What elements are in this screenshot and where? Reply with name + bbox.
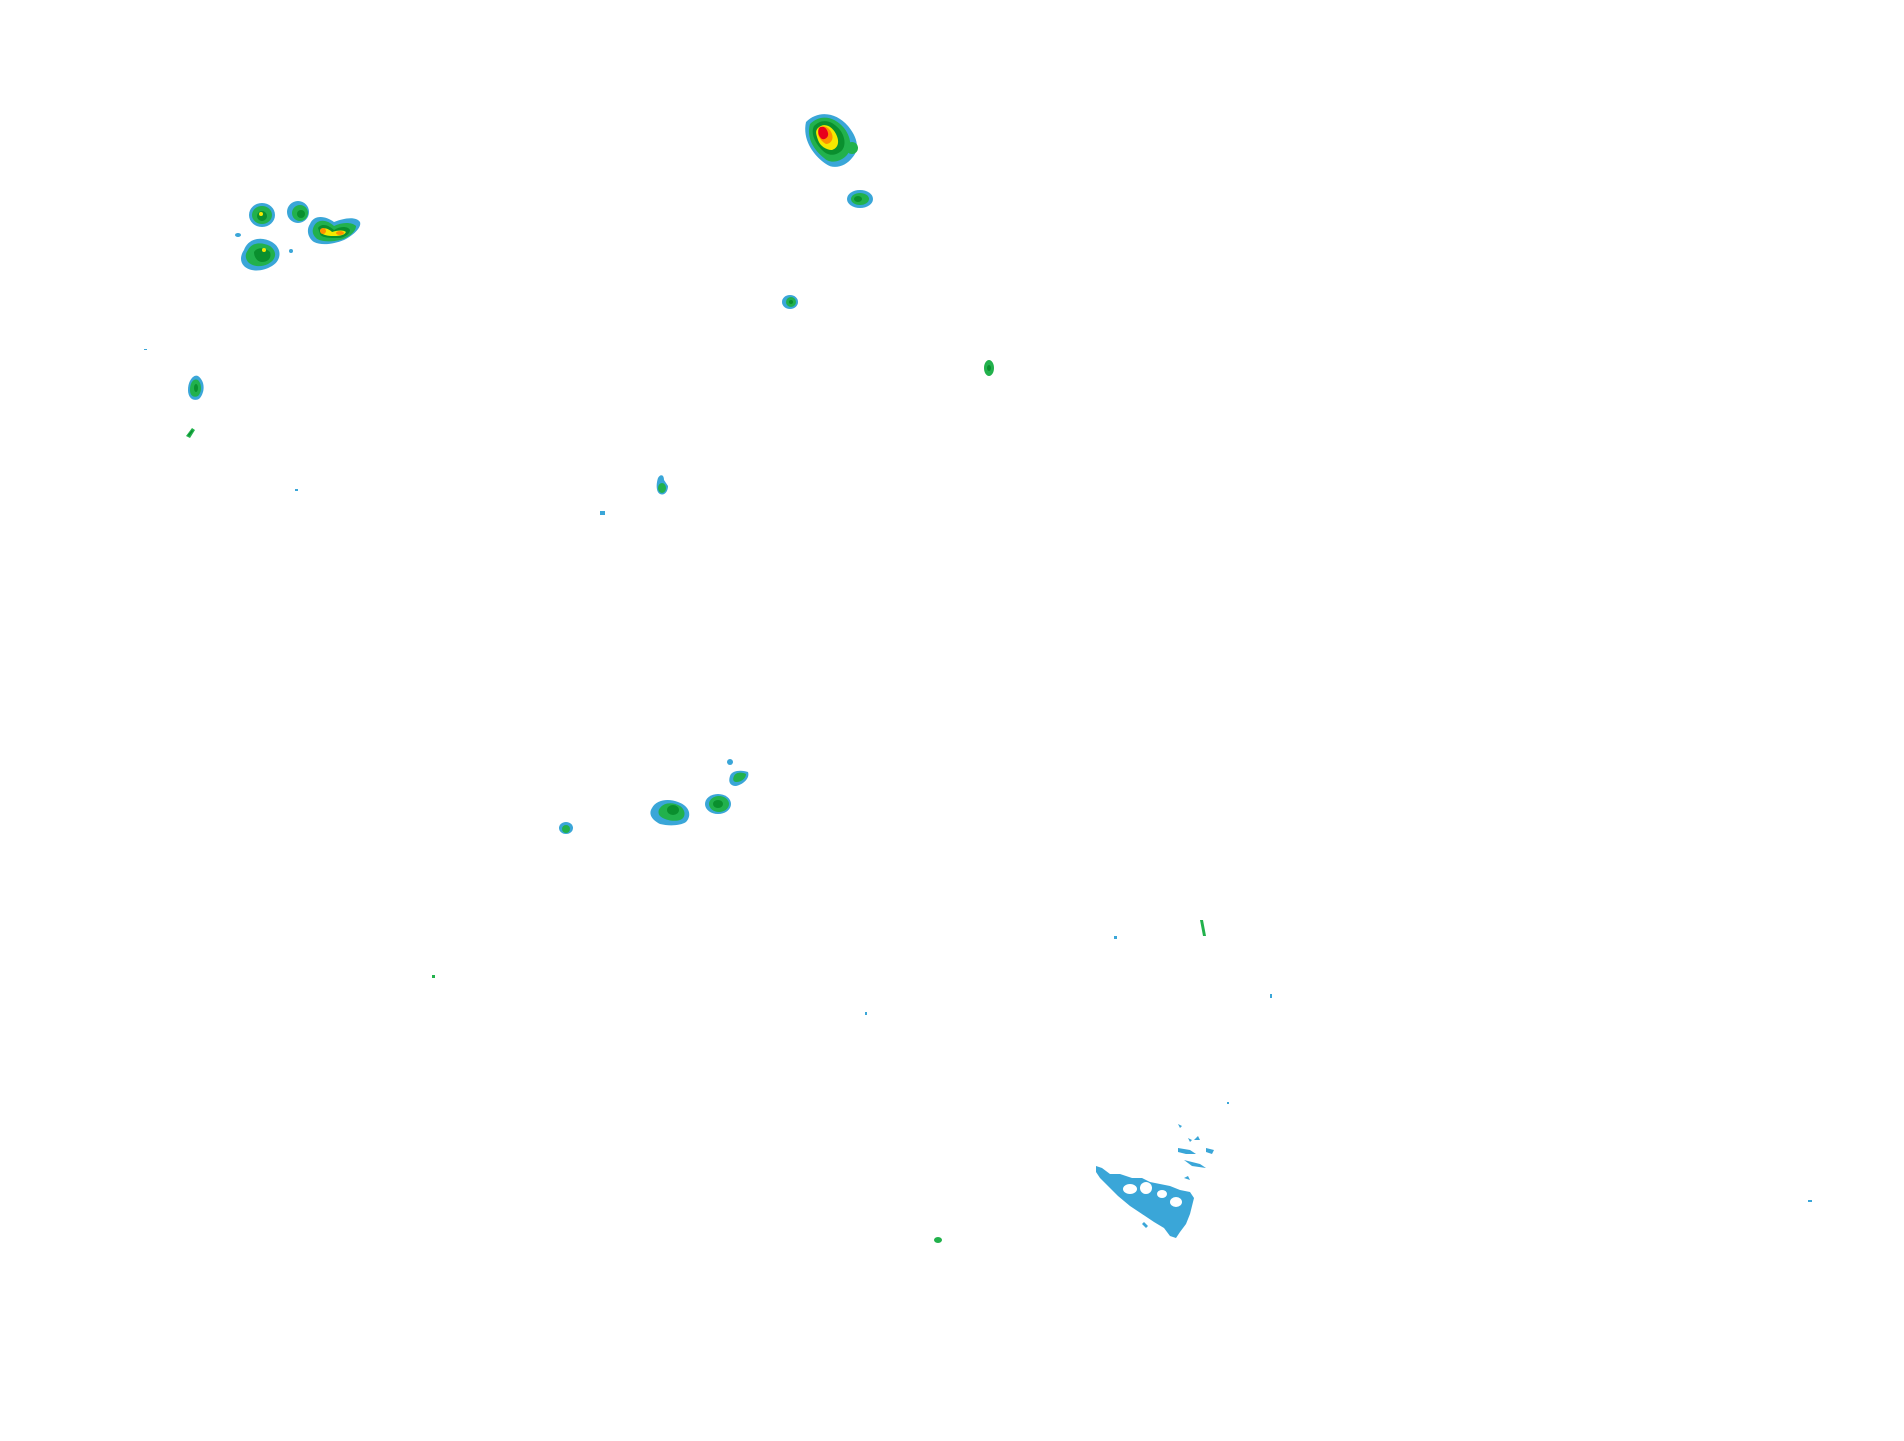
echo-layer-weak [733,772,746,782]
echo-layer-heavy [336,231,344,235]
echo-speck [295,489,298,491]
echo-layer-moderate [987,365,991,371]
echo-speck [1114,936,1117,939]
echo-layer-light [1096,1166,1194,1238]
echo-north-center-satellite [847,190,873,208]
echo-layer-intense [818,126,829,140]
echo-speck [934,1237,942,1243]
echo-gap [1140,1182,1152,1194]
echo-layer-strong [262,248,266,252]
echo-northwest-cell-cluster-south [235,233,293,271]
echo-layer-moderate [254,248,271,262]
echo-layer-weak [562,825,570,833]
echo-southeast-light-band [1096,1124,1214,1238]
echo-layer-light [727,759,733,765]
echo-layer-moderate [194,384,198,392]
echo-layer-light [1184,1176,1190,1180]
echo-layer-moderate [188,430,193,436]
echo-northwest-cell-cluster-east [307,217,361,245]
echo-speck [1808,1200,1812,1202]
echo-layer-weak [846,142,858,154]
echo-speck [1227,1102,1229,1104]
echo-layer-moderate [789,300,793,304]
echo-layer-light [1206,1148,1214,1154]
echo-gap [1170,1197,1182,1207]
echo-northwest-cell-cluster-north [249,201,309,227]
echo-west-small-cell [188,375,204,400]
echo-small-cell [782,295,798,309]
echo-speck [1200,920,1206,936]
echo-layer-strong [259,212,263,216]
echo-gap [1157,1190,1167,1198]
echo-layer-light [1178,1148,1196,1154]
echo-layer-light [1142,1222,1148,1228]
echo-layer-light [1194,1136,1200,1140]
echo-small-cell [186,428,195,438]
echo-layer-light [235,233,241,237]
echo-layer-weak [658,483,666,493]
echo-north-center-cell [805,114,858,167]
echo-layer-moderate [667,805,679,815]
echo-layer-moderate [297,210,305,218]
echo-central-cell-group [650,759,749,826]
echo-speck [432,975,435,978]
echo-small-cell [984,360,994,376]
echo-small-cell [559,822,573,834]
echo-small-cell [656,475,668,495]
echo-layer-light [1178,1124,1182,1128]
echo-speck [144,349,147,350]
echo-layer-moderate [854,196,862,202]
echo-layer-heavy [320,228,326,234]
echo-layer-light [1184,1160,1206,1168]
echo-speck [865,1012,867,1015]
echo-layer-moderate [713,800,723,808]
echo-speck [1270,994,1272,998]
echo-layer-light [1188,1138,1192,1142]
echo-layer-light [289,249,293,253]
echo-speck [600,511,605,515]
echo-gap [1123,1184,1137,1194]
